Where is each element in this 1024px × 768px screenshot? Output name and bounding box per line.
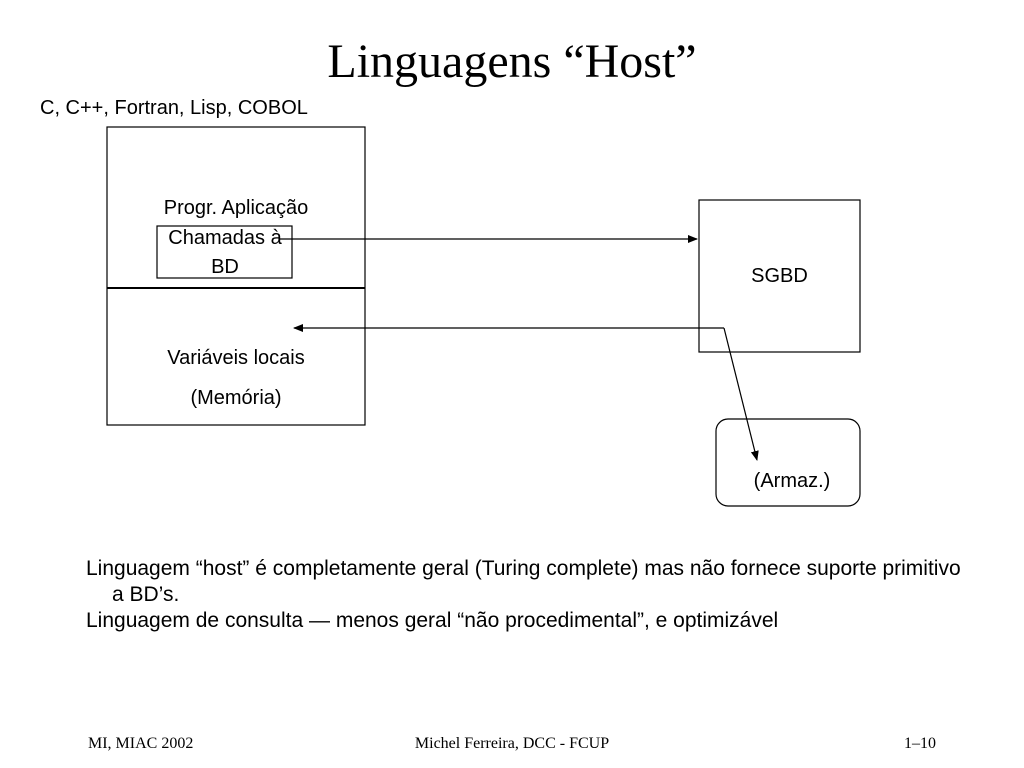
body-line-query-language: Linguagem de consulta — menos geral “não… xyxy=(86,609,779,632)
body-line-host-language: Linguagem “host” é completamente geral (… xyxy=(86,557,961,606)
footer-left: MI, MIAC 2002 xyxy=(88,735,194,752)
footer-center: Michel Ferreira, DCC - FCUP xyxy=(414,735,610,752)
host-languages-list: C, C++, Fortran, Lisp, COBOL xyxy=(40,97,308,119)
slide-title: Linguagens “Host” xyxy=(327,35,697,88)
application-box xyxy=(106,126,366,426)
db-calls-box xyxy=(156,225,293,279)
storage-label: (Armaz.) xyxy=(753,470,831,492)
footer-page-number: 1–10 xyxy=(904,735,936,752)
local-variables-label: Variáveis locais xyxy=(167,347,305,369)
db-calls-label-line1: Chamadas à xyxy=(168,227,282,249)
storage-box xyxy=(715,418,861,507)
body-text: Linguagem “host” é completamente geral (… xyxy=(86,556,966,634)
storage-arrow xyxy=(723,327,759,461)
sgbd-label: SGBD xyxy=(751,265,808,287)
sgbd-box xyxy=(698,199,861,353)
memory-label: (Memória) xyxy=(190,387,282,409)
application-program-label: Progr. Aplicação xyxy=(163,197,309,219)
db-calls-label-line2: BD xyxy=(211,256,239,278)
